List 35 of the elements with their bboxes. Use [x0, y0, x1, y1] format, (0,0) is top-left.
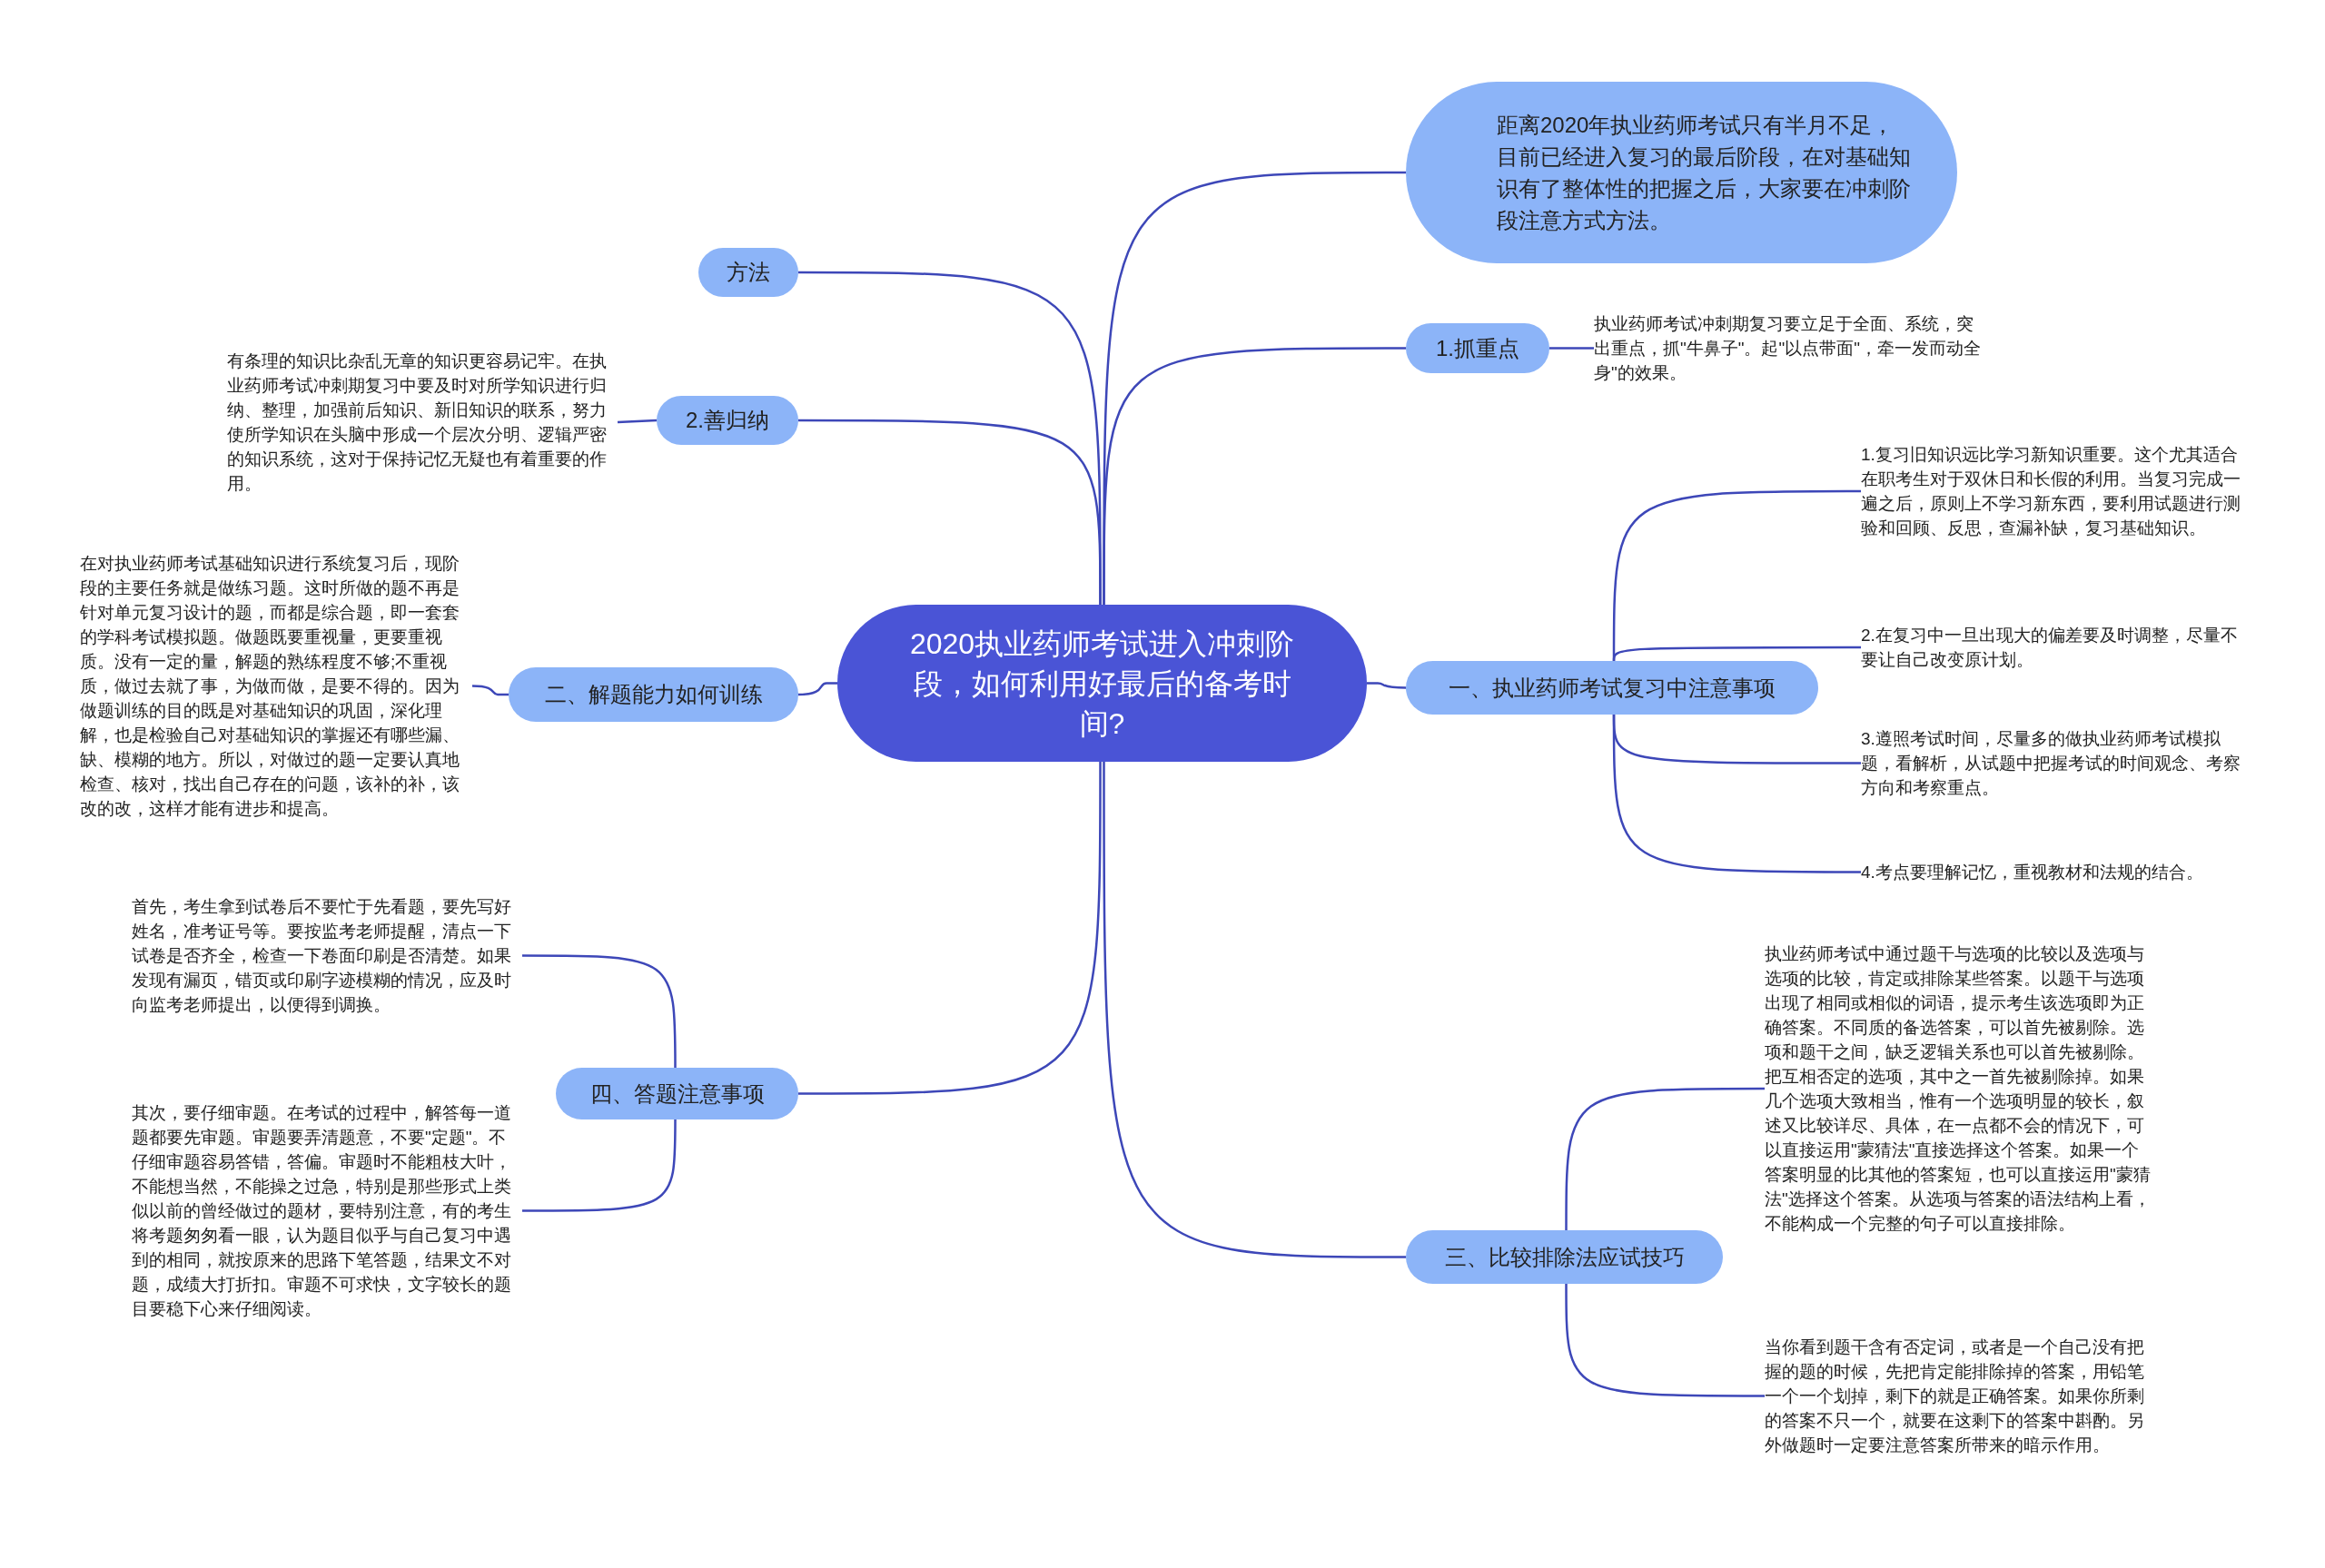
note-text: 执业药师考试中通过题干与选项的比较以及选项与选项的比较，肯定或排除某些答案。以题干与选项出现了相同或相似的词语，提示考生该选项即为正确答案。不同质的备选答案，可以首先被剔除。选项和题干之间，缺乏逻辑关系也可以首先被剔除。把互相否定的选项，其中之一首先被剔除掉。如果几个选项大致相当，惟有一个选项明显的较长，叙述又比较详尽、具体，在一点都不会的情况下，可以直接运用"蒙猜法"直接选择这个答案。如果一个答案明显的比其他的答案短，也可以直接运用"蒙猜法"选择这个答案。从选项与答案的语法结构上看，不能构成一个完整的句子可以直接排除。 [1765, 942, 2155, 1236]
topic-bubble: 1.抓重点 [1406, 323, 1549, 373]
topic-bubble: 四、答题注意事项 [556, 1068, 798, 1119]
note-text: 执业药师考试冲刺期复习要立足于全面、系统，突出重点，抓"牛鼻子"。起"以点带面"，牵一发而动全身"的效果。 [1594, 311, 1984, 385]
connector-line [522, 954, 677, 1068]
topic-bubble: 距离2020年执业药师考试只有半月不足，目前已经进入复习的最后阶段，在对基础知识有了整体性的把握之后，大家要在冲刺阶段注意方式方法。 [1406, 82, 1957, 263]
central-topic: 2020执业药师考试进入冲刺阶段，如何利用好最后的备考时间? [837, 605, 1367, 762]
note-text: 1.复习旧知识远比学习新知识重要。这个尤其适合在职考生对于双休日和长假的利用。当复习完成一遍之后，原则上不学习新东西，要利用试题进行测验和回顾、反思，查漏补缺，复习基础知识。 [1861, 442, 2251, 540]
connector-line [797, 682, 837, 696]
note-text: 3.遵照考试时间，尽量多的做执业药师考试模拟题，看解析，从试题中把握考试的时间观念、考察方向和考察重点。 [1861, 726, 2251, 800]
connector-line [1103, 762, 1406, 1258]
connector-line [617, 419, 658, 424]
connector-line [1565, 1087, 1765, 1230]
note-text: 在对执业药师考试基础知识进行系统复习后，现阶段的主要任务就是做练习题。这时所做的题不再是针对单元复习设计的题，而都是综合题，即一套套的学科考试模拟题。做题既要重视量，更要重视质。没有一定的量，解题的熟练程度不够;不重视质，做过去就了事，为做而做，是要不得的。因为做题训练的目的既是对基础知识的巩固，深化理解，也是检验自己对基础知识的掌握还有哪些漏、缺、模糊的地方。所以，对做过的题一定要认真地检查、核对，找出自己存在的问题，该补的补，该改的改，这样才能有进步和提高。 [80, 551, 472, 821]
note-text: 当你看到题干含有否定词，或者是一个自己没有把握的题的时候，先把肯定能排除掉的答案，用铅笔一个一个划掉，剩下的就是正确答案。如果你所剩的答案不只一个，就要在这剩下的答案中斟酌。另外做题时一定要注意答案所带来的暗示作用。 [1765, 1335, 2155, 1457]
note-text: 其次，要仔细审题。在考试的过程中，解答每一道题都要先审题。审题要弄清题意，不要"定题"。不仔细审题容易答错，答偏。审题时不能粗枝大叶，不能想当然，不能操之过急，特别是那些形式上类似以前的曾经做过的题材，要特别注意，有的考生将考题匆匆看一眼，认为题目似乎与自己复习中遇到的相同，就按原来的思路下笔答题，结果文不对题，成绩大打折扣。审题不可求快，文字较长的题目要稳下心来仔细阅读。 [132, 1100, 522, 1321]
topic-bubble: 三、比较排除法应试技巧 [1406, 1230, 1723, 1284]
connector-line [1612, 646, 1861, 662]
topic-bubble: 方法 [698, 248, 798, 297]
note-text: 有条理的知识比杂乱无章的知识更容易记牢。在执业药师考试冲刺期复习中要及时对所学知识进行归纳、整理，加强前后知识、新旧知识的联系，努力使所学知识在头脑中形成一个层次分明、逻辑严密的知识系统，这对于保持记忆无疑也有着重要的作用。 [227, 349, 618, 496]
topic-bubble: 二、解题能力如何训练 [509, 667, 798, 722]
connector-line [798, 419, 1102, 605]
connector-line [471, 685, 509, 696]
connector-line [522, 1119, 677, 1212]
note-text: 首先，考生拿到试卷后不要忙于先看题，要先写好姓名，准考证号等。要按监考老师提醒，清点一下试卷是否齐全，检查一下卷面印刷是否清楚。如果发现有漏页，错页或印刷字迹模糊的情况，应及时向监考老师提出，以便得到调换。 [132, 894, 522, 1017]
connector-line [1549, 347, 1594, 350]
topic-bubble: 2.善归纳 [657, 396, 798, 445]
note-text: 4.考点要理解记忆，重视教材和法规的结合。 [1861, 860, 2251, 884]
connector-line [1367, 682, 1406, 689]
topic-bubble: 一、执业药师考试复习中注意事项 [1406, 661, 1818, 715]
connector-line [1612, 715, 1861, 873]
connector-line [1565, 1284, 1765, 1397]
connector-line [1103, 347, 1406, 605]
note-text: 2.在复习中一旦出现大的偏差要及时调整，尽量不要让自己改变原计划。 [1861, 623, 2251, 672]
connector-line [798, 762, 1102, 1095]
